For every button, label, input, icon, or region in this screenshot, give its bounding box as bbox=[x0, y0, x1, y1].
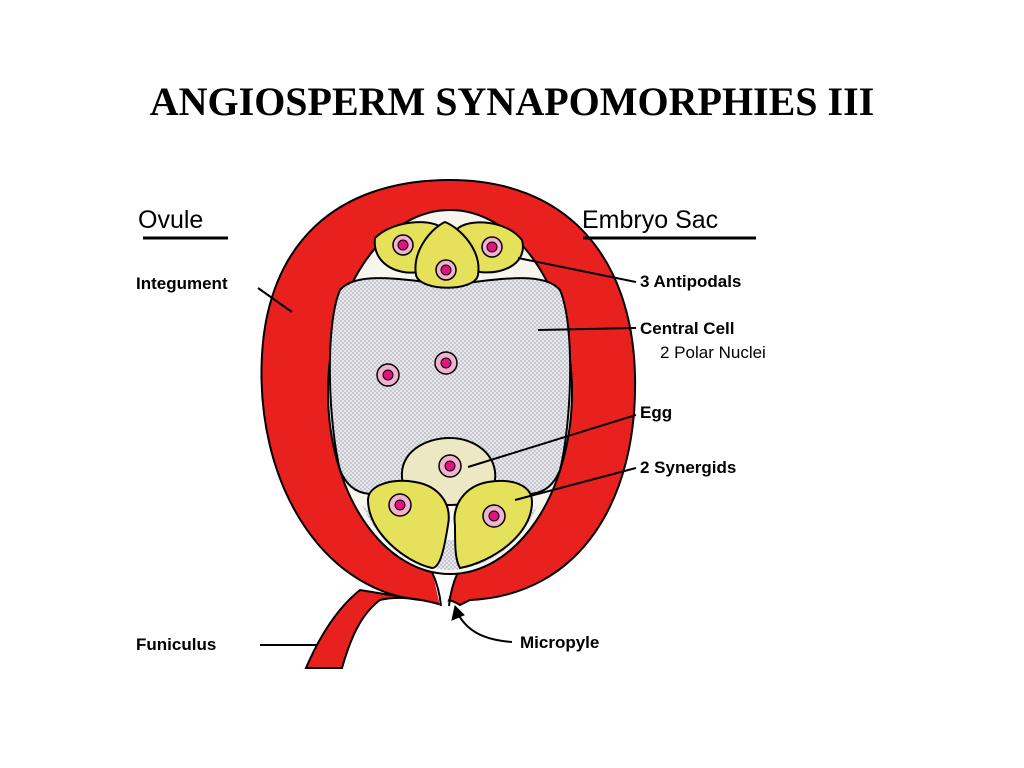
label-micropyle: Micropyle bbox=[520, 633, 599, 652]
central-cell bbox=[328, 277, 572, 495]
polar-nucleus-1 bbox=[376, 363, 400, 387]
label-synergids: 2 Synergids bbox=[640, 458, 736, 477]
label-egg: Egg bbox=[640, 403, 672, 422]
leader-micropyle bbox=[457, 613, 513, 643]
polar-nucleus-2 bbox=[434, 351, 458, 375]
synergid-nucleus-right bbox=[482, 504, 506, 528]
synergid-nucleus-left bbox=[388, 493, 412, 517]
antipodal-nucleus-2 bbox=[435, 259, 457, 281]
heading-ovule: Ovule bbox=[138, 206, 203, 234]
leader-antipodals bbox=[517, 257, 637, 283]
antipodal-nucleus-3 bbox=[481, 236, 503, 258]
micropyle-arrowhead bbox=[451, 604, 465, 621]
leader-egg bbox=[467, 414, 637, 468]
label-central-cell: Central Cell bbox=[640, 319, 734, 338]
antipodal-nucleus-1 bbox=[392, 234, 414, 256]
micropyle-edges bbox=[431, 571, 459, 607]
label-polar-nuclei: 2 Polar Nuclei bbox=[660, 343, 766, 362]
label-integument: Integument bbox=[136, 274, 228, 293]
leader-integument bbox=[257, 287, 293, 313]
label-antipodals: 3 Antipodals bbox=[640, 272, 741, 291]
egg-nucleus bbox=[438, 454, 462, 478]
heading-embryo-sac: Embryo Sac bbox=[582, 206, 718, 234]
micropyle-gap bbox=[432, 570, 458, 606]
leader-central-cell bbox=[537, 327, 637, 331]
synergid-left bbox=[366, 480, 450, 570]
label-funiculus: Funiculus bbox=[136, 635, 216, 654]
antipodal-cell-center bbox=[414, 220, 480, 289]
slide-title: ANGIOSPERM SYNAPOMORPHIES III bbox=[149, 79, 875, 124]
leader-synergids bbox=[514, 467, 637, 501]
